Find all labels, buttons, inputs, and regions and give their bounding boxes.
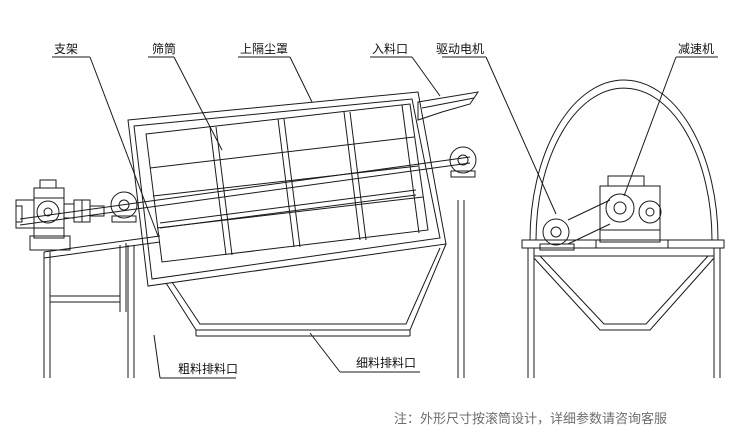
drive-motor-unit: [539, 199, 611, 251]
reducer-unit: [595, 175, 669, 249]
end-view: [521, 79, 725, 378]
label-reducer: 减速机: [678, 42, 715, 56]
end-frame: [521, 239, 725, 378]
feed-chute: [417, 91, 480, 121]
label-bracket: 支架: [54, 42, 79, 56]
arch-cover: [529, 79, 719, 241]
support-frame: [43, 200, 465, 378]
label-fine-outlet: 细料排料口: [356, 356, 417, 370]
left-bearing: [110, 191, 138, 223]
label-screen-drum: 筛筒: [152, 42, 177, 56]
screen-drum: [145, 103, 429, 263]
leader-lines: [52, 56, 718, 379]
right-bearing: [449, 146, 477, 178]
side-gearbox: [15, 179, 105, 251]
side-view: [15, 91, 480, 378]
main-shaft: [19, 156, 471, 226]
label-coarse-outlet: 粗料排料口: [178, 362, 239, 376]
label-drive-motor: 驱动电机: [436, 42, 485, 56]
discharge-hopper: [165, 243, 447, 337]
footnote: 注：外形尺寸按滚筒设计，详细参数请咨询客服: [394, 412, 668, 427]
label-dust-cover: 上隔尘罩: [240, 42, 289, 56]
label-feed-inlet: 入料口: [372, 42, 409, 56]
